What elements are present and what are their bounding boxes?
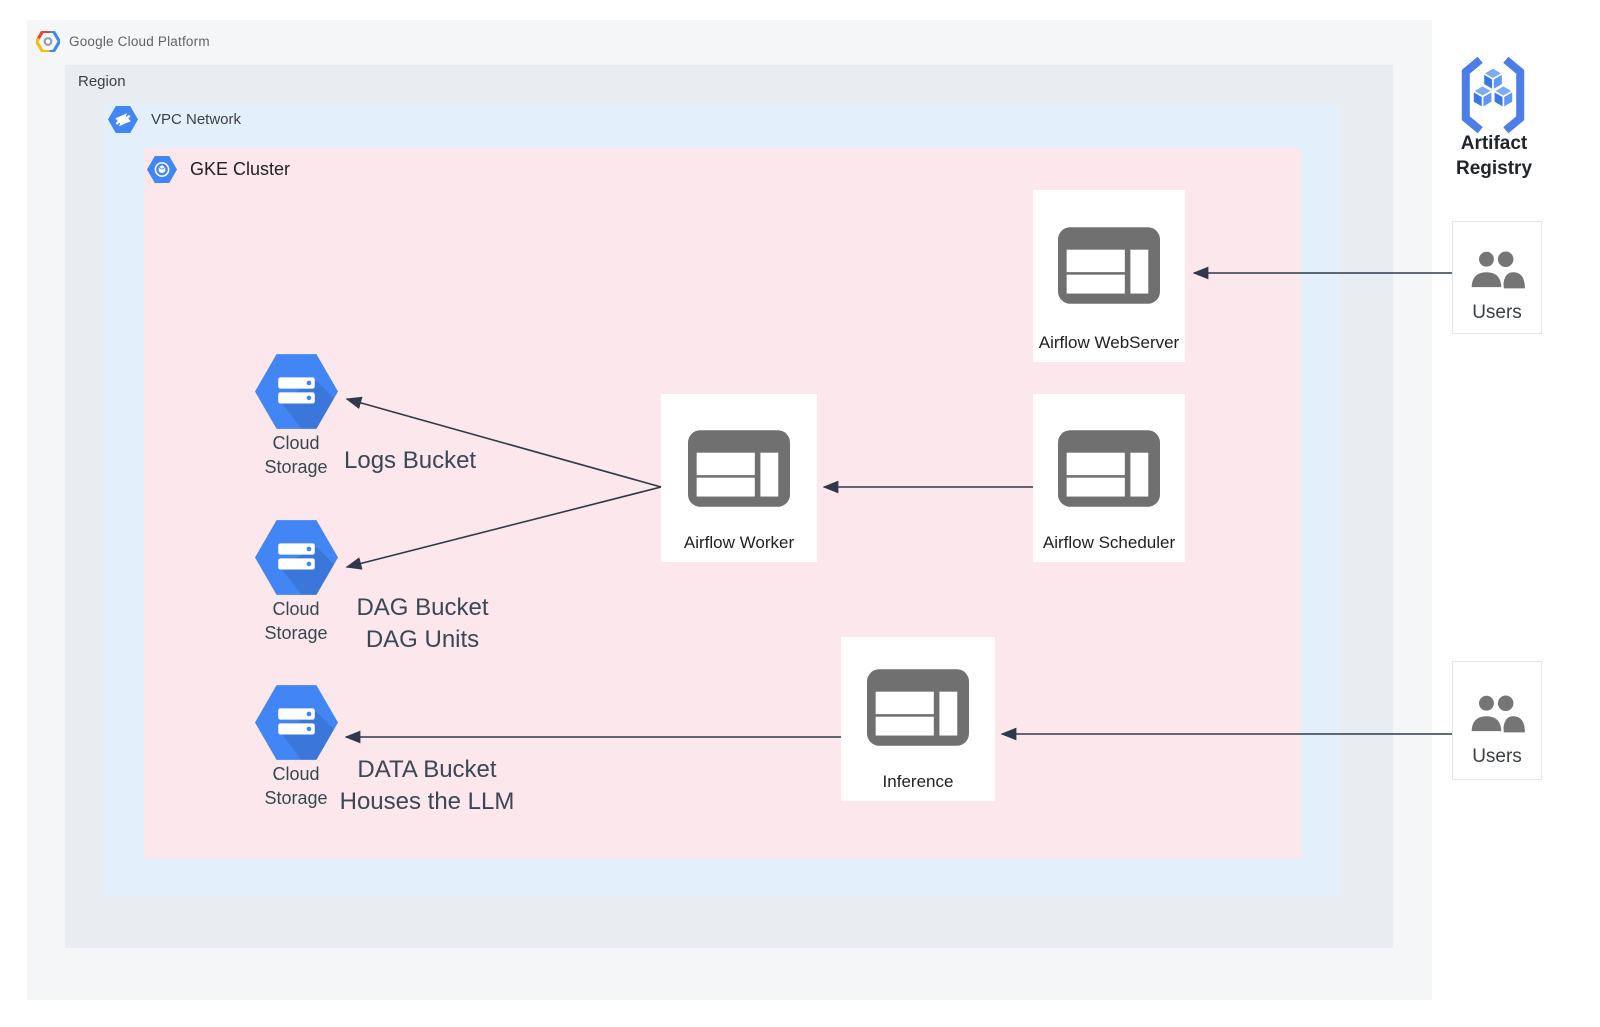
artifact-registry-icon bbox=[1461, 56, 1525, 134]
data-bucket-subtitle-line: Houses the LLM bbox=[339, 787, 515, 815]
vpc-network-icon bbox=[108, 106, 138, 133]
gcp-brand: Google Cloud Platform bbox=[36, 31, 210, 52]
application-window-icon bbox=[1058, 227, 1160, 304]
gke-cluster-header: GKE Cluster bbox=[147, 156, 290, 183]
cloud-storage-icon bbox=[255, 685, 338, 760]
cloud-storage-label: Cloud Storage bbox=[264, 764, 328, 809]
airflow-scheduler-label: Airflow Scheduler bbox=[1042, 533, 1176, 552]
inference-label: Inference bbox=[882, 772, 954, 791]
cloud-storage-icon bbox=[255, 354, 338, 429]
users-icon bbox=[1469, 249, 1527, 290]
artifact-registry-label: Artifact Registry bbox=[1455, 133, 1533, 180]
cloud-storage-label: Cloud Storage bbox=[264, 433, 328, 478]
airflow-scheduler-node: Airflow Scheduler bbox=[1033, 394, 1185, 562]
vpc-network-header: VPC Network bbox=[108, 106, 241, 133]
airflow-webserver-node: Airflow WebServer bbox=[1033, 190, 1185, 362]
users-bottom-label: Users bbox=[1472, 746, 1522, 767]
gke-cluster-label: GKE Cluster bbox=[190, 159, 291, 179]
dag-bucket-title: DAG Bucket DAG Units bbox=[335, 592, 510, 656]
data-bucket-title: DATA Bucket Houses the LLM bbox=[322, 754, 532, 818]
users-icon bbox=[1469, 693, 1527, 734]
region-label: Region bbox=[78, 73, 126, 90]
cloud-storage-icon bbox=[255, 520, 338, 595]
data-bucket-title-line: DATA Bucket bbox=[357, 756, 497, 783]
gke-cluster-icon bbox=[147, 156, 177, 183]
gcp-logo-icon bbox=[36, 31, 60, 52]
vpc-network-label: VPC Network bbox=[151, 111, 242, 128]
airflow-webserver-label: Airflow WebServer bbox=[1038, 333, 1180, 352]
dag-bucket-subtitle-line: DAG Units bbox=[365, 625, 480, 653]
gcp-brand-label: Google Cloud Platform bbox=[69, 34, 210, 49]
airflow-worker-label: Airflow Worker bbox=[683, 533, 795, 552]
users-bottom-node: Users bbox=[1452, 661, 1542, 780]
users-top-label: Users bbox=[1472, 302, 1522, 323]
application-window-icon bbox=[867, 669, 969, 746]
application-window-icon bbox=[688, 430, 790, 507]
logs-bucket-title: Logs Bucket bbox=[344, 447, 477, 474]
users-top-node: Users bbox=[1452, 221, 1542, 334]
airflow-worker-node: Airflow Worker bbox=[661, 394, 817, 562]
inference-node: Inference bbox=[841, 637, 995, 801]
application-window-icon bbox=[1058, 430, 1160, 507]
dag-bucket-title-line: DAG Bucket bbox=[356, 594, 489, 621]
cloud-storage-label: Cloud Storage bbox=[264, 599, 328, 644]
